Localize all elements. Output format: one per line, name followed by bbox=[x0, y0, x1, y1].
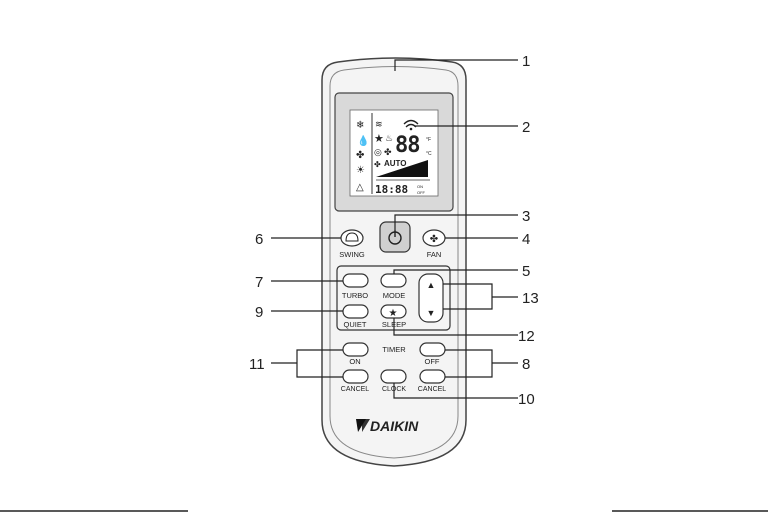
fan-level-bars bbox=[376, 160, 428, 177]
temp-up-button[interactable]: ▲ bbox=[427, 280, 436, 290]
drop-icon: 💧 bbox=[357, 134, 369, 147]
callout-numbers: 1 2 3 4 5 6 7 8 9 10 11 12 13 bbox=[249, 53, 539, 408]
fan-auto-label: AUTO bbox=[384, 159, 407, 168]
person-icon: ♨ bbox=[385, 133, 393, 143]
callout-10: 10 bbox=[518, 391, 535, 408]
sleep-star-icon: ★ bbox=[389, 308, 398, 319]
callout-5: 5 bbox=[522, 263, 530, 280]
cancel-off-button[interactable] bbox=[419, 369, 446, 384]
timer-off-indicator: OFF bbox=[417, 190, 426, 195]
callout-lines bbox=[271, 59, 518, 399]
brand-name: DAIKIN bbox=[370, 418, 419, 434]
callout-3: 3 bbox=[522, 208, 530, 225]
turbo-button[interactable] bbox=[342, 273, 369, 288]
clock-button[interactable] bbox=[380, 369, 407, 384]
fan-mode-icon: ✤ bbox=[356, 150, 364, 161]
remote-body-inner bbox=[329, 66, 459, 459]
callout-8: 8 bbox=[522, 356, 530, 373]
callout-13: 13 bbox=[522, 290, 539, 307]
fan-button[interactable]: ✤ bbox=[422, 229, 446, 247]
cancel-on-label: CANCEL bbox=[341, 386, 370, 393]
unit-c: °C bbox=[426, 151, 432, 157]
callout-6: 6 bbox=[255, 231, 263, 248]
timer-on-label: ON bbox=[349, 357, 360, 366]
fan-icon: ✤ bbox=[430, 234, 438, 245]
snowflake-icon: ❄ bbox=[356, 120, 364, 131]
timer-label: TIMER bbox=[382, 345, 406, 354]
warning-icon: △ bbox=[356, 182, 364, 193]
fan-icon-small: ✤ bbox=[374, 160, 381, 169]
turbo-label: TURBO bbox=[342, 291, 368, 300]
swing-label: SWING bbox=[339, 250, 365, 259]
swing-icon bbox=[345, 232, 359, 242]
callout-11: 11 bbox=[249, 356, 265, 373]
timer-on-indicator: ON bbox=[417, 184, 423, 189]
clean-icon: ◎ bbox=[374, 147, 382, 157]
callout-12: 12 bbox=[518, 328, 535, 345]
star-icon: ★ bbox=[374, 133, 384, 145]
sun-icon: ☀ bbox=[356, 165, 365, 176]
wind-icon: ≋ bbox=[375, 119, 383, 129]
temperature-digits: 88 bbox=[395, 133, 420, 158]
temperature-rocker[interactable] bbox=[418, 273, 444, 323]
swing-button[interactable] bbox=[340, 229, 364, 247]
fan-speed-icon: ✤ bbox=[384, 147, 392, 157]
power-button[interactable] bbox=[379, 221, 411, 253]
temp-down-button[interactable]: ▼ bbox=[427, 308, 436, 318]
lcd-display: ❄ 💧 ✤ ☀ △ ≋ ★ ♨ ◎ ✤ 88 °F °C ✤ AUTO 18:8… bbox=[334, 92, 454, 212]
quiet-label: QUIET bbox=[344, 320, 367, 329]
timer-on-button[interactable] bbox=[342, 342, 369, 357]
callout-4: 4 bbox=[522, 231, 530, 248]
mode-button[interactable] bbox=[380, 273, 407, 288]
callout-7: 7 bbox=[255, 274, 263, 291]
clock-digits: 18:88 bbox=[375, 183, 408, 196]
cancel-off-label: CANCEL bbox=[418, 386, 447, 393]
unit-f: °F bbox=[426, 137, 431, 143]
daikin-logo: DAIKIN bbox=[356, 418, 419, 434]
quiet-button[interactable] bbox=[342, 304, 369, 319]
callout-1: 1 bbox=[522, 53, 530, 70]
mode-label: MODE bbox=[383, 291, 406, 300]
callout-9: 9 bbox=[255, 304, 263, 321]
timer-off-button[interactable] bbox=[419, 342, 446, 357]
callout-2: 2 bbox=[522, 119, 530, 136]
cancel-on-button[interactable] bbox=[342, 369, 369, 384]
fan-label: FAN bbox=[427, 250, 442, 259]
timer-off-label: OFF bbox=[425, 357, 440, 366]
